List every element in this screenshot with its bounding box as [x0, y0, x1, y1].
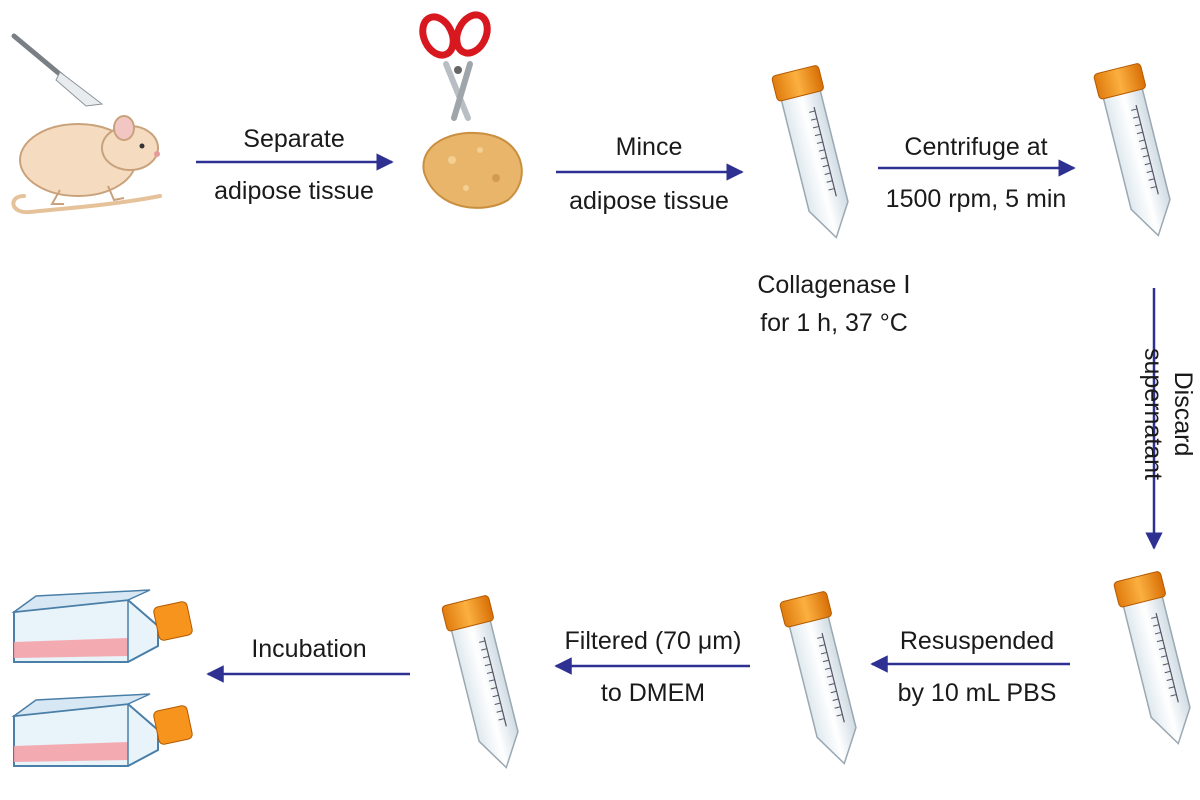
mince-label: Mince [556, 132, 742, 162]
collagenase-label: Collagenase Ⅰ for 1 h, 37 °C [716, 270, 952, 338]
collagenase-label-line2: for 1 h, 37 °C [760, 309, 908, 337]
adipose-tissue-icon [422, 131, 523, 209]
separate-label-line2: adipose tissue [214, 177, 374, 205]
discard-label-line2: supernatant [1139, 347, 1167, 481]
mince-label-sub: adipose tissue [546, 186, 752, 216]
incubation-label: Incubation [208, 634, 410, 664]
culture-flask-icon [11, 589, 193, 663]
filtered-label-line2: to DMEM [600, 679, 706, 707]
filtered-label: Filtered (70 μm) [540, 626, 766, 656]
discard-label: Discard supernatant [1134, 294, 1198, 534]
centrifuge-tube-icon [1112, 570, 1200, 751]
mouse-icon [11, 115, 162, 215]
scissors-icon [419, 11, 491, 121]
resuspended-label-line2: by 10 mL PBS [897, 679, 1057, 707]
centrifuge-label: Centrifuge at [868, 132, 1084, 162]
centrifuge-label-line2: 1500 rpm, 5 min [885, 185, 1067, 213]
resuspended-label: Resuspended [872, 626, 1082, 656]
centrifuge-label-sub: 1500 rpm, 5 min [868, 184, 1084, 214]
mince-label-line2: adipose tissue [569, 187, 729, 215]
culture-flask-icon [11, 693, 193, 767]
centrifuge-tube-icon [440, 594, 531, 775]
centrifuge-label-line1: Centrifuge at [904, 133, 1048, 161]
centrifuge-tube-icon [770, 64, 861, 245]
incubation-label-line1: Incubation [251, 635, 367, 663]
resuspended-label-sub: by 10 mL PBS [872, 678, 1082, 708]
mince-label-line1: Mince [615, 133, 683, 161]
centrifuge-tube-icon [778, 590, 869, 771]
resuspended-label-line1: Resuspended [899, 627, 1055, 655]
collagenase-label-line1: Collagenase Ⅰ [757, 271, 911, 299]
separate-label-sub: adipose tissue [186, 176, 402, 206]
centrifuge-tube-icon [1092, 62, 1183, 243]
filtered-label-line1: Filtered (70 μm) [564, 627, 742, 655]
separate-label-line1: Separate [243, 125, 345, 153]
separate-label: Separate [196, 124, 392, 154]
filtered-label-sub: to DMEM [540, 678, 766, 708]
scalpel-icon [11, 33, 104, 107]
discard-label-line1: Discard [1169, 371, 1197, 457]
